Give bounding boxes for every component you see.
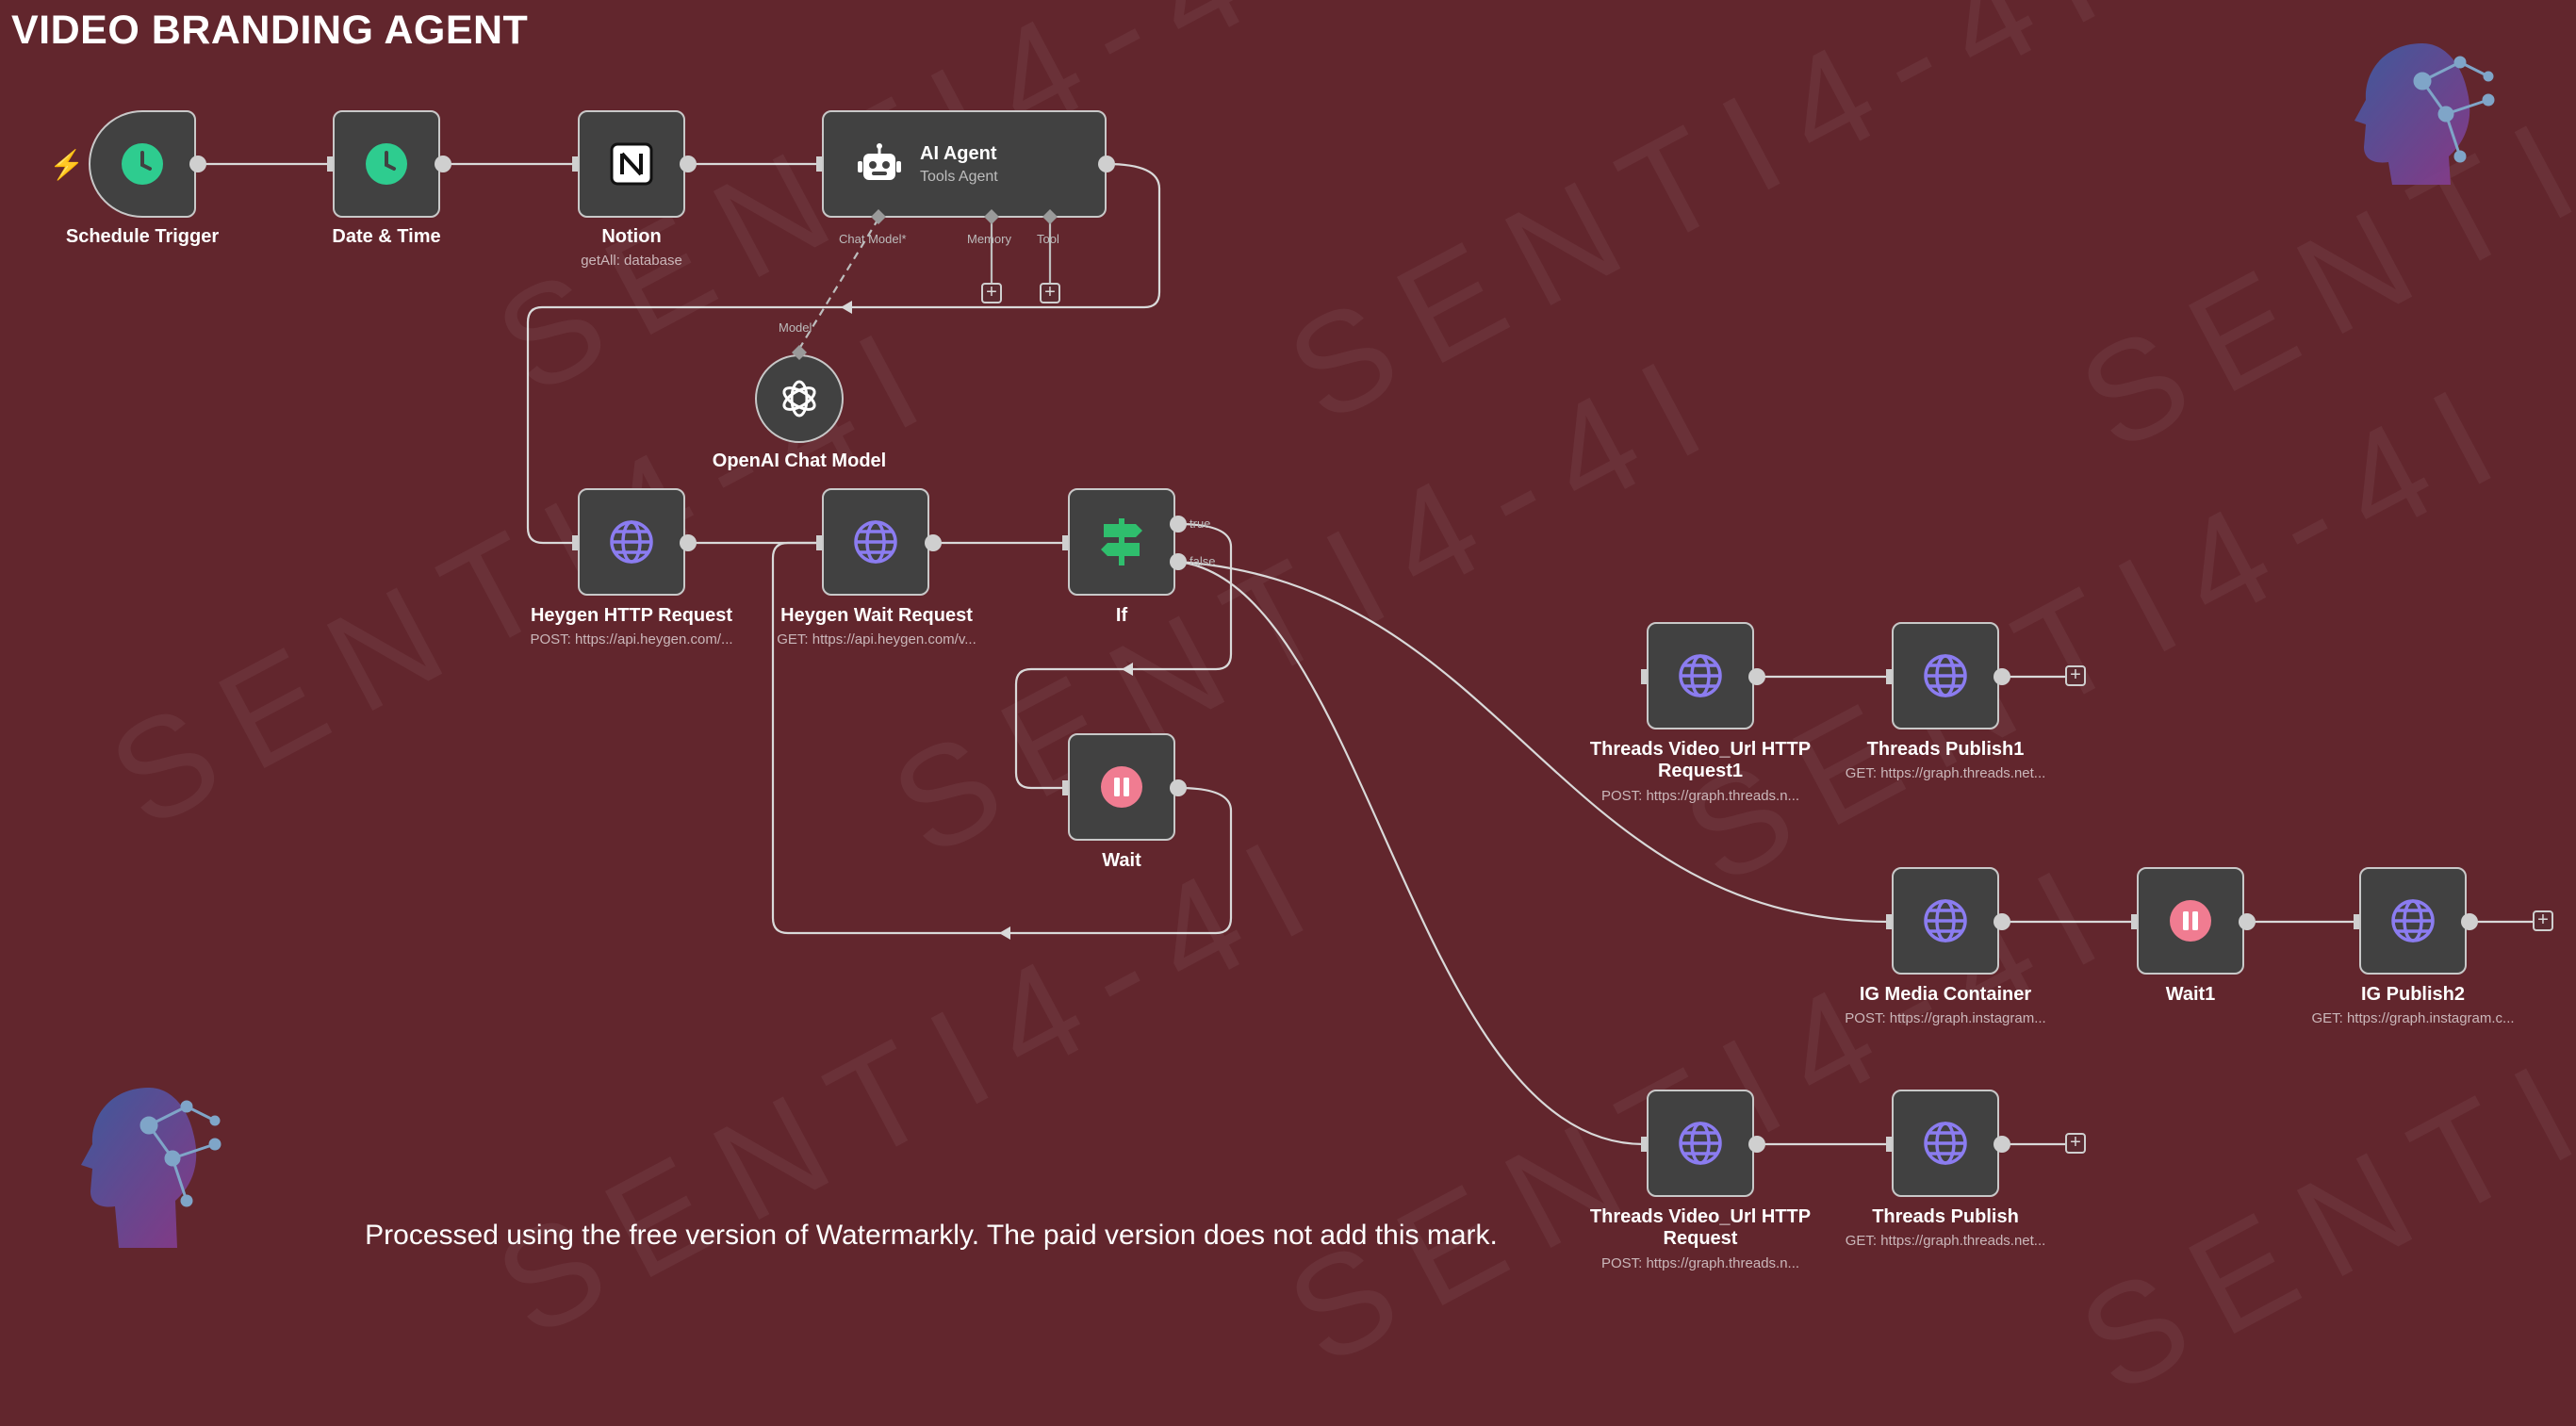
node-ig-publish2[interactable] bbox=[2359, 867, 2467, 975]
node-subtitle: GET: https://graph.threads.net... bbox=[1845, 1233, 2046, 1249]
pause-icon bbox=[1101, 766, 1142, 808]
port-memory: Memory bbox=[967, 232, 1011, 246]
page-title: VIDEO BRANDING AGENT bbox=[11, 8, 529, 53]
node-threads-publish1[interactable] bbox=[1892, 622, 1999, 729]
clock-icon bbox=[122, 143, 163, 185]
node-label: Notion bbox=[601, 226, 662, 247]
if-false-label: false bbox=[1190, 554, 1216, 568]
node-label: IG Publish2 bbox=[2360, 984, 2466, 1005]
node-label: Threads Publish1 bbox=[1866, 739, 2025, 760]
node-label: OpenAI Chat Model bbox=[712, 451, 887, 471]
agent-subtitle: Tools Agent bbox=[920, 168, 998, 185]
node-label: Heygen Wait Request bbox=[780, 605, 973, 626]
globe-icon bbox=[1924, 1122, 1967, 1165]
node-wait1[interactable] bbox=[2137, 867, 2244, 975]
loop-arrow bbox=[1122, 663, 1133, 676]
node-subtitle: POST: https://graph.instagram... bbox=[1845, 1010, 2046, 1026]
node-subtitle: GET: https://graph.instagram.c... bbox=[2311, 1010, 2515, 1026]
add-node-button[interactable]: + bbox=[2065, 665, 2086, 686]
add-tool-button[interactable]: + bbox=[1040, 283, 1060, 303]
clock-icon bbox=[366, 143, 407, 185]
loop-arrow bbox=[841, 301, 852, 314]
node-date-time[interactable] bbox=[333, 110, 440, 218]
globe-icon bbox=[1679, 1122, 1722, 1165]
node-if[interactable] bbox=[1068, 488, 1175, 596]
add-node-button[interactable]: + bbox=[2065, 1133, 2086, 1154]
trigger-bolt-icon: ⚡ bbox=[49, 150, 85, 181]
node-label: Wait1 bbox=[2165, 984, 2216, 1005]
node-subtitle: POST: https://api.heygen.com/... bbox=[530, 631, 733, 647]
node-subtitle: GET: https://api.heygen.com/v... bbox=[777, 631, 976, 647]
port-tool: Tool bbox=[1037, 232, 1059, 246]
node-label: IG Media Container bbox=[1859, 984, 2032, 1005]
node-label: Schedule Trigger bbox=[65, 226, 220, 247]
openai-icon bbox=[782, 380, 816, 418]
connection-agent-heygen-http bbox=[526, 162, 1161, 545]
globe-icon bbox=[610, 520, 653, 564]
node-ig-media-container[interactable] bbox=[1892, 867, 1999, 975]
node-label: If bbox=[1115, 605, 1128, 626]
robot-icon bbox=[858, 143, 901, 180]
node-subtitle: GET: https://graph.threads.net... bbox=[1845, 765, 2046, 781]
loop-arrow bbox=[999, 926, 1010, 940]
node-threads-video-url-request[interactable] bbox=[1647, 1090, 1754, 1197]
node-label: Threads Video_Url HTTP Request1 bbox=[1589, 739, 1812, 781]
workflow-canvas bbox=[198, 162, 2534, 1146]
node-label: Date & Time bbox=[332, 226, 441, 247]
node-notion[interactable] bbox=[578, 110, 685, 218]
node-heygen-wait-request[interactable] bbox=[822, 488, 929, 596]
globe-icon bbox=[2391, 899, 2435, 942]
pause-icon bbox=[2170, 900, 2211, 942]
notion-icon bbox=[610, 142, 653, 186]
globe-icon bbox=[1924, 899, 1967, 942]
node-subtitle: POST: https://graph.threads.n... bbox=[1600, 1255, 1800, 1271]
node-ai-agent[interactable]: AI Agent Tools Agent bbox=[822, 110, 1107, 218]
node-label: Heygen HTTP Request bbox=[530, 605, 733, 626]
node-subtitle: POST: https://graph.threads.n... bbox=[1600, 788, 1800, 804]
add-memory-button[interactable]: + bbox=[981, 283, 1002, 303]
signpost-icon bbox=[1101, 518, 1142, 565]
node-openai-chat-model[interactable] bbox=[755, 354, 844, 443]
globe-icon bbox=[1924, 654, 1967, 697]
add-node-button[interactable]: + bbox=[2533, 910, 2553, 931]
agent-title: AI Agent bbox=[920, 142, 997, 164]
node-label: Threads Publish bbox=[1872, 1206, 2019, 1227]
globe-icon bbox=[1679, 654, 1722, 697]
node-label: Threads Video_Url HTTP Request bbox=[1589, 1206, 1812, 1249]
port-model: Model bbox=[779, 320, 812, 335]
connection-if-false-ig-container bbox=[1177, 560, 1890, 924]
globe-icon bbox=[854, 520, 897, 564]
node-wait[interactable] bbox=[1068, 733, 1175, 841]
node-schedule-trigger[interactable] bbox=[89, 110, 196, 218]
node-subtitle: getAll: database bbox=[581, 253, 682, 269]
connection-if-false-threads-video bbox=[1177, 560, 1645, 1146]
node-label: Wait bbox=[1102, 850, 1141, 871]
ai-head-logo bbox=[81, 1088, 222, 1248]
if-true-label: true bbox=[1190, 516, 1211, 531]
watermark-notice: Processed using the free version of Wate… bbox=[365, 1220, 1498, 1251]
ai-head-logo bbox=[2354, 43, 2495, 185]
node-heygen-http-request[interactable] bbox=[578, 488, 685, 596]
node-threads-publish[interactable] bbox=[1892, 1090, 1999, 1197]
port-chat-model: Chat Model* bbox=[839, 232, 907, 246]
node-threads-video-url-request1[interactable] bbox=[1647, 622, 1754, 729]
